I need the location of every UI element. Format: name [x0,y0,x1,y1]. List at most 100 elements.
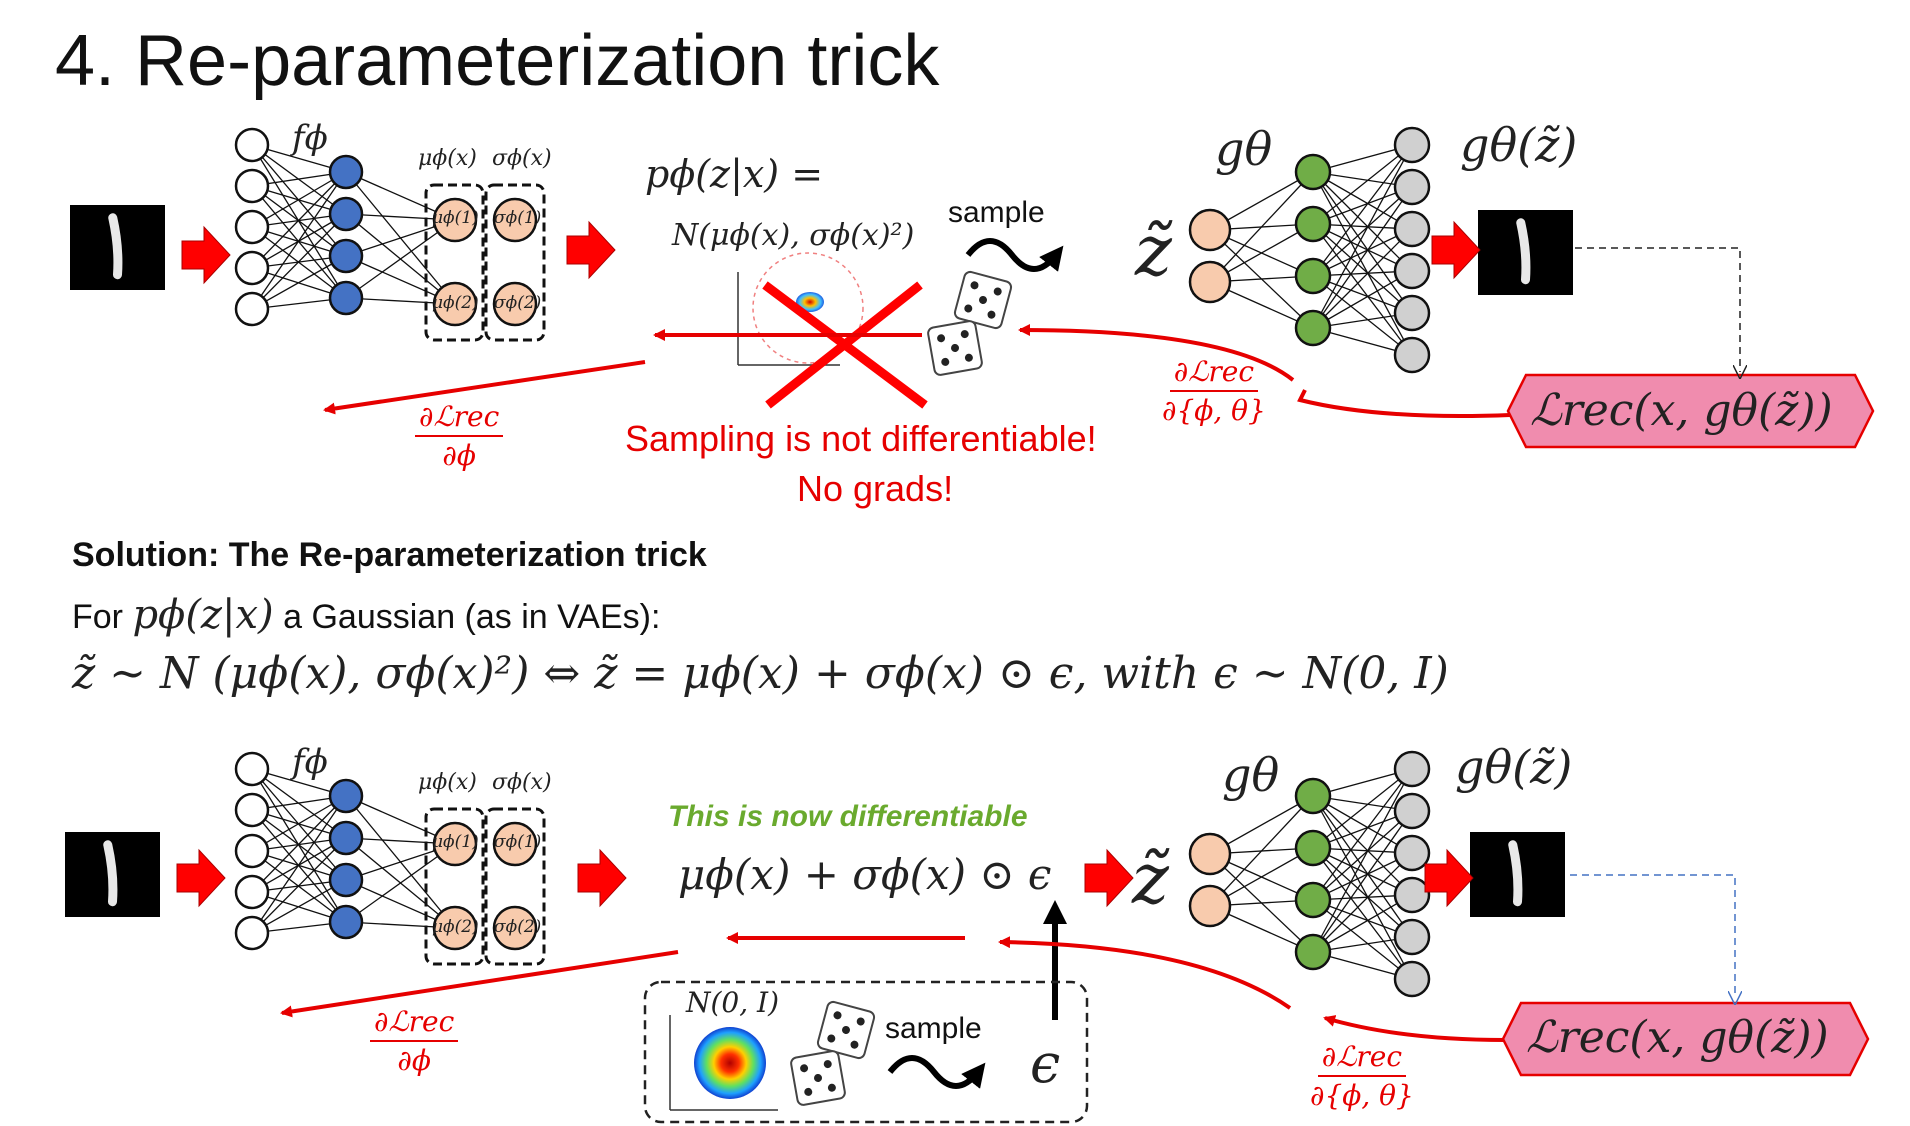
grad-phi-bottom-num: ∂ℒrec [370,1005,459,1042]
encoder-label-top: fϕ [292,118,328,158]
input-node [234,792,270,828]
output-node [1393,876,1431,914]
encoder-hidden-node [328,820,364,856]
posterior-line1: pϕ(z|x) = [645,152,824,196]
decoder-hidden-node [1294,257,1332,295]
dice-icon [816,1000,876,1060]
output-node [1393,750,1431,788]
sample-label-top: sample [948,196,1045,229]
sig2-node-label-bottom: σϕ(2) [494,917,542,937]
network-nodes [234,126,1431,998]
sigma-label-top: σϕ(x) [492,146,552,171]
grad-phi-bottom: ∂ℒrec∂ϕ [370,1005,459,1077]
grad-both-top: ∂ℒrec∂{ϕ, θ} [1162,355,1266,427]
decoder-hidden-node [1294,829,1332,867]
decoder-edge [1209,795,1314,907]
dice-icon [790,1050,846,1106]
decoder-edge [1312,768,1413,901]
page-title: 4. Re-parameterization trick [55,21,940,101]
output-node [1393,252,1431,290]
decoder-edge [1312,223,1413,272]
decoder-hidden-node [1294,881,1332,919]
decoder-edge [1312,270,1413,329]
decoder-edge [1312,171,1413,314]
die-pip [964,304,973,313]
encoder-edge [251,171,347,310]
loss-label-bottom: ℒrec(x, gθ(z̃)) [1526,1012,1829,1063]
z-tilde-bottom: z̃ [1132,838,1169,920]
decoder-edge [1312,171,1413,230]
die-pip [833,1011,842,1020]
encoder-hidden-node [328,904,364,940]
decoder-edge [1312,810,1413,953]
loss-box [1506,373,1875,449]
forward-arrow [577,848,627,908]
reparam-expression: μϕ(x) + σϕ(x) ⊙ ϵ [678,850,1052,899]
grad-arrow [998,936,1292,1010]
die-pip [951,344,959,352]
encoder-edge [251,837,347,934]
dashed-link-bottom [1570,874,1735,998]
encoder-edge [251,171,347,269]
decoder-label-top: gθ [1215,122,1273,176]
mu-node [432,281,478,327]
input-node [234,915,270,951]
output-node [1393,210,1431,248]
mu-group-box [424,183,485,342]
encoder-edge [345,219,456,299]
grad-both-bottom-den: ∂{ϕ, θ} [1310,1079,1414,1112]
mu-group-box [424,807,485,966]
decoder-edge [1312,275,1413,356]
digit-stroke [1508,840,1523,907]
output-node [1393,960,1431,998]
dice-icon [927,320,983,376]
solution-heading: Solution: The Re-parameterization trick [72,536,707,574]
input-node [234,168,270,204]
die-pip [804,1087,813,1096]
grad-both-bottom: ∂ℒrec∂{ϕ, θ} [1310,1040,1414,1112]
encoder-hidden-node [328,154,364,190]
sigma-label-bottom: σϕ(x) [492,770,552,795]
decoder-edge [1312,223,1413,356]
sigma-group-box [484,183,546,342]
mu-label-bottom: μϕ(x) [418,770,477,795]
decoder-hidden-node [1294,933,1332,971]
encoder-hidden-node [328,862,364,898]
z-node [1188,884,1232,928]
decoder-edge [1209,171,1314,283]
output-node [1393,834,1431,872]
mu-label-top: μϕ(x) [418,146,477,171]
decoder-edge [1312,144,1413,277]
forward-arrow [181,225,231,285]
grad-arrow [1297,389,1511,418]
decoder-edge [1312,171,1413,272]
digit-stroke [1516,218,1531,285]
encoder-edge [251,213,347,310]
forward-arrow [1431,220,1481,280]
grad-phi-top-den: ∂ϕ [442,439,476,472]
grad-both-bottom-num: ∂ℒrec [1317,1040,1407,1077]
encoder-hidden-node [328,778,364,814]
die-pip [941,357,950,366]
decoder-edge [1312,899,1413,980]
die-pip [823,1060,832,1069]
input-node [234,751,270,787]
sigma-node [492,281,538,327]
input-node [234,209,270,245]
die-pip [850,1040,859,1049]
cross-line [765,281,923,409]
decoder-edge [1312,144,1413,225]
sig1-node-label-top: σϕ(1) [494,208,542,228]
input-node [234,127,270,163]
decoder-edge [1312,852,1413,901]
mu1-node-label-top: μϕ(1) [432,208,479,228]
output-label-bottom: gθ(z̃) [1455,740,1573,794]
encoder-hidden-node [328,280,364,316]
decoder-edge [1312,223,1413,314]
output-node [1393,294,1431,332]
encoder-hidden-node [328,238,364,274]
plot-circle [752,252,864,364]
input-node [234,874,270,910]
decoder-edge [1312,228,1413,329]
